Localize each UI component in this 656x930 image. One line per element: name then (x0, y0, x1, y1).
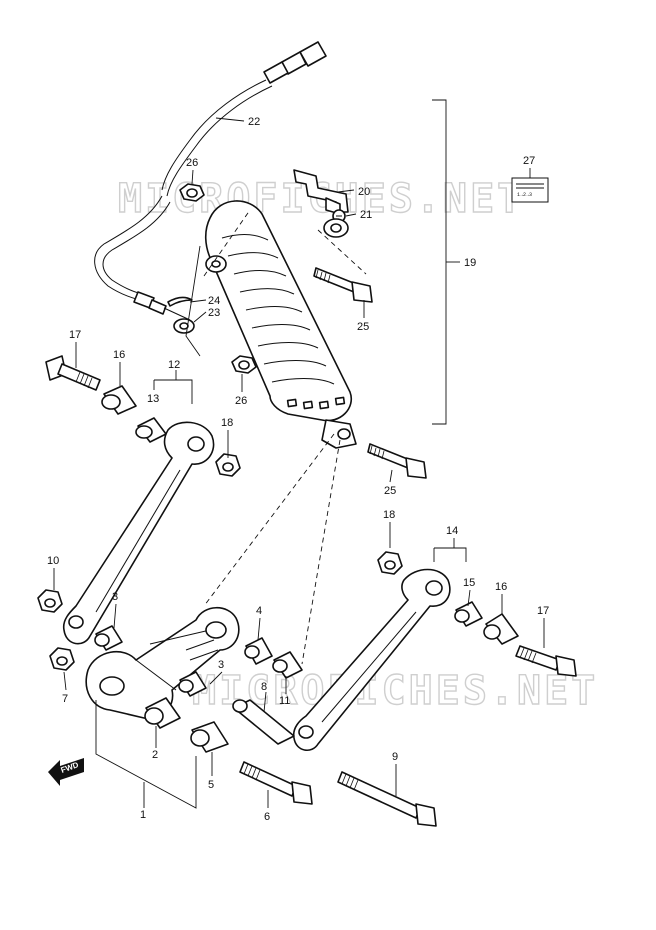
callout-26-lower: 26 (235, 395, 247, 407)
part-3-bearing-lower (178, 671, 207, 697)
callout-5: 5 (208, 779, 214, 791)
part-25-bolt-upper (313, 267, 373, 303)
label-sequence: 1→2→3 (517, 192, 532, 198)
part-5-spacer (190, 721, 229, 753)
part-6-bolt (239, 761, 313, 805)
part-22-adjuster-hose (94, 41, 327, 321)
part-11-spacer (272, 651, 303, 679)
bracket-1 (95, 700, 197, 809)
part-17-bolt-left (45, 355, 101, 391)
part-16-spacer-right (483, 613, 519, 645)
callout-20: 20 (358, 186, 370, 198)
callout-7: 7 (62, 693, 68, 705)
part-8-spacer (232, 699, 295, 745)
callout-27: 27 (523, 155, 535, 167)
bracket-19 (432, 99, 447, 425)
callout-8: 8 (261, 681, 267, 693)
callout-13: 13 (147, 393, 159, 405)
callout-11: 11 (279, 695, 290, 707)
bracket-23-24 (185, 245, 201, 357)
part-13-bearing (135, 417, 167, 443)
part-16-spacer-left (101, 385, 137, 415)
part-26-nut-upper (179, 183, 205, 202)
callout-18-upper: 18 (221, 417, 233, 429)
part-26-nut-lower (231, 355, 257, 374)
callout-3-lower: 3 (218, 659, 224, 671)
callout-9: 9 (392, 751, 398, 763)
callout-25-upper: 25 (357, 321, 369, 333)
callout-18-lower: 18 (383, 509, 395, 521)
part-15-bearing (454, 601, 483, 627)
bracket-14 (434, 547, 467, 562)
callout-12: 12 (168, 359, 180, 371)
part-4-bearing (244, 637, 273, 665)
part-18-nut-upper (215, 453, 241, 477)
callout-17-right: 17 (537, 605, 549, 617)
fwd-arrow-icon: FWD (48, 758, 84, 786)
callout-14: 14 (446, 525, 458, 537)
part-18-nut-lower (377, 551, 403, 575)
callout-2: 2 (152, 749, 158, 761)
callout-1: 1 (140, 809, 146, 821)
callout-3-upper: 3 (112, 591, 118, 603)
part-23-washer (173, 318, 195, 334)
part-25-bolt-lower (367, 443, 427, 479)
part-2-bearing (144, 697, 181, 729)
part-3-bearing-upper (94, 625, 123, 651)
callout-15: 15 (463, 577, 475, 589)
callout-19: 19 (464, 257, 476, 269)
part-27-warning-label: 1→2→3 (511, 177, 549, 203)
callout-21: 21 (360, 209, 372, 221)
part-10-nut (37, 589, 63, 613)
callout-24: 24 (208, 295, 220, 307)
callout-numbers: 22 26 20 21 27 19 24 23 25 17 16 12 13 2… (47, 116, 549, 823)
part-24-clip (167, 296, 193, 307)
callout-16-right: 16 (495, 581, 507, 593)
part-7-nut (49, 647, 75, 671)
part-19-rear-shock-absorber (204, 200, 357, 449)
part-9-bolt (337, 771, 437, 827)
callout-22: 22 (248, 116, 260, 128)
part-17-bolt-right (515, 645, 577, 677)
leader-lines (53, 117, 545, 808)
callout-16-left: 16 (113, 349, 125, 361)
callout-10: 10 (47, 555, 59, 567)
bracket-12 (154, 379, 193, 404)
part-14-cushion-rod-right (292, 568, 451, 751)
callout-17-left: 17 (69, 329, 81, 341)
callout-23: 23 (208, 307, 220, 319)
callout-4: 4 (256, 605, 262, 617)
part-12-cushion-rod-left (62, 421, 215, 645)
callout-25-lower: 25 (384, 485, 396, 497)
part-1-cushion-lever (85, 606, 240, 720)
callout-6: 6 (264, 811, 270, 823)
callout-26-upper: 26 (186, 157, 198, 169)
